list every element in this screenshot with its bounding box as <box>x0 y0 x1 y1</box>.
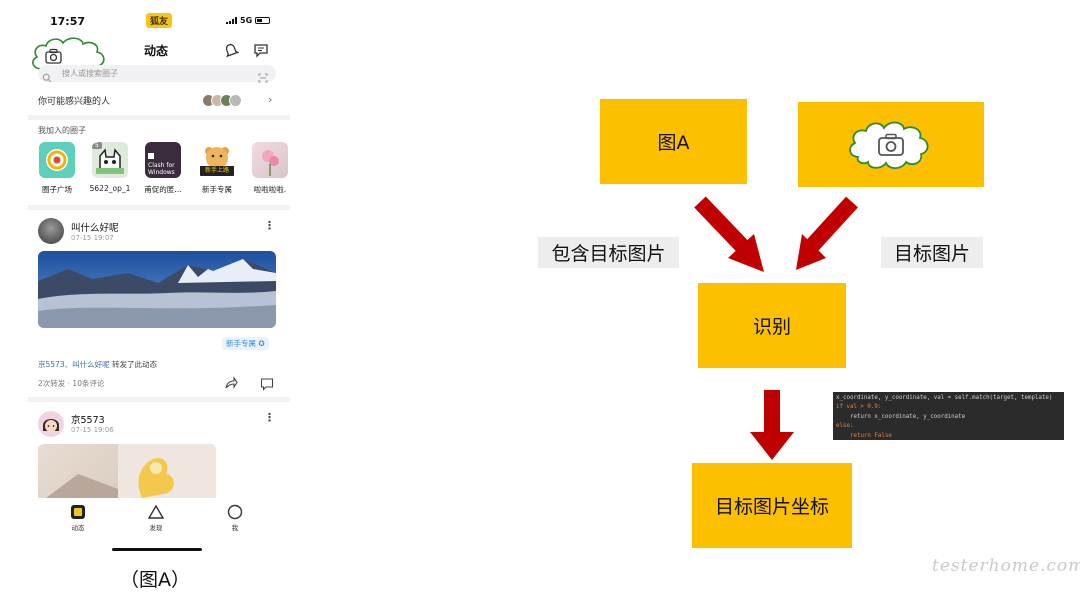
avatar[interactable] <box>38 218 64 244</box>
box-recognize: 识别 <box>698 283 846 368</box>
label-target-image: 目标图片 <box>881 237 983 268</box>
figure-caption: （图A） <box>120 565 190 592</box>
forward-info: 京5573、叫什么好呢 转发了此动态 <box>38 359 157 370</box>
circle-label: 5622_op_1 <box>88 184 132 193</box>
search-icon <box>42 68 52 87</box>
circle-label: 新手专属 <box>195 184 239 195</box>
bell-icon[interactable] <box>223 42 239 62</box>
box-target-image <box>798 102 984 187</box>
code-line: return False <box>836 432 1061 440</box>
home-indicator[interactable] <box>112 548 202 551</box>
tab-label: 我 <box>215 522 255 532</box>
joined-circles-label: 我加入的圈子 <box>38 125 86 136</box>
thumb-caption: 新手上路 <box>200 166 234 176</box>
more-icon[interactable]: ⋮ <box>264 219 275 232</box>
code-line: x_coordinate, y_coordinate, val = self.m… <box>836 394 1061 403</box>
avatar[interactable] <box>38 411 64 437</box>
tab-label: 发现 <box>136 522 176 532</box>
forward-users[interactable]: 京5573、叫什么好呢 <box>38 360 110 369</box>
tab-label: 动态 <box>58 522 98 532</box>
page-title: 动态 <box>28 42 284 59</box>
post-author[interactable]: 叫什么好呢 <box>71 220 119 234</box>
status-time: 17:57 <box>50 15 85 28</box>
search-placeholder: 搜人或搜索圈子 <box>62 68 118 79</box>
tab-discover[interactable]: 发现 <box>136 504 176 532</box>
code-line: return x_coordinate, y_coordinate <box>836 413 1061 422</box>
circle-item[interactable]: 圈子广场 <box>35 142 79 195</box>
code-line: else: <box>836 422 1061 431</box>
arrow-down-icon <box>748 390 796 462</box>
thumb-caption: Clash for Windows <box>148 162 180 176</box>
forward-suffix: 转发了此动态 <box>110 360 157 369</box>
interest-row-label[interactable]: 你可能感兴趣的人 <box>38 94 110 107</box>
triangle-icon <box>148 504 164 520</box>
box-target-coordinates: 目标图片坐标 <box>692 463 852 548</box>
unread-badge: 5 <box>92 142 102 149</box>
phone-screenshot: 17:57 狐友 5G 动态 搜人或搜索圈子 你可能感兴趣的人 <box>28 8 290 556</box>
circle-thumb: 5 <box>92 142 128 178</box>
settings-icon: ✪ <box>258 339 264 348</box>
divider <box>28 397 290 402</box>
code-snippet: x_coordinate, y_coordinate, val = self.m… <box>833 392 1064 440</box>
more-icon[interactable]: ⋮ <box>264 411 275 424</box>
avatar <box>229 94 242 107</box>
chevron-right-icon[interactable]: › <box>268 93 272 106</box>
circle-thumb <box>252 142 288 178</box>
box-image-a: 图A <box>600 99 747 184</box>
status-indicators: 5G <box>226 16 270 25</box>
tag-label: 新手专属 <box>226 339 256 348</box>
comment-icon[interactable] <box>260 376 274 395</box>
carrier-badge: 狐友 <box>146 13 172 28</box>
circle-tag[interactable]: 新手专属 ✪ <box>222 337 269 350</box>
divider <box>28 115 290 120</box>
circle-label: 圈子广场 <box>35 184 79 195</box>
arrow-down-left-icon <box>796 202 852 270</box>
circle-plaza-thumb <box>39 142 75 178</box>
arrow-down-right-icon <box>700 202 764 272</box>
circle-label: 甫促的匿… <box>141 184 185 195</box>
circle-item[interactable]: 新手上路 新手专属 <box>195 142 239 195</box>
tab-me[interactable]: 我 <box>215 504 255 532</box>
post-counts: 2次转发 · 10条评论 <box>38 378 104 389</box>
code-line: if val > 0.9: <box>836 403 1061 412</box>
signal-icon <box>226 17 237 24</box>
interest-avatars[interactable] <box>206 94 242 107</box>
circle-thumb: Clash for Windows <box>145 142 181 178</box>
post-image[interactable] <box>38 251 276 328</box>
label-contains-target: 包含目标图片 <box>538 237 679 268</box>
battery-icon <box>255 17 270 24</box>
share-icon[interactable] <box>224 375 238 394</box>
circle-thumb: 新手上路 <box>199 142 235 178</box>
post-author[interactable]: 京5573 <box>71 412 105 426</box>
converging-arrows <box>680 190 880 280</box>
post-image[interactable] <box>38 444 216 504</box>
tab-feed[interactable]: 动态 <box>58 504 98 532</box>
circle-item[interactable]: 啦啦啦啦. <box>248 142 290 195</box>
network-label: 5G <box>240 16 252 25</box>
post-time: 07-15 19:06 <box>71 426 114 434</box>
feed-icon <box>70 504 86 520</box>
profile-icon <box>227 504 243 520</box>
cloud-camera-icon <box>846 117 936 172</box>
circle-label: 啦啦啦啦. <box>248 184 290 195</box>
circle-item[interactable]: 5 5622_op_1 <box>88 142 132 193</box>
app-icon <box>148 153 154 159</box>
watermark: testerhome.com <box>932 556 1080 576</box>
message-icon[interactable] <box>253 42 269 62</box>
circle-item[interactable]: Clash for Windows 甫促的匿… <box>141 142 185 195</box>
post-time: 07-15 19:07 <box>71 234 114 242</box>
scan-icon[interactable] <box>258 68 268 87</box>
divider <box>28 205 290 210</box>
